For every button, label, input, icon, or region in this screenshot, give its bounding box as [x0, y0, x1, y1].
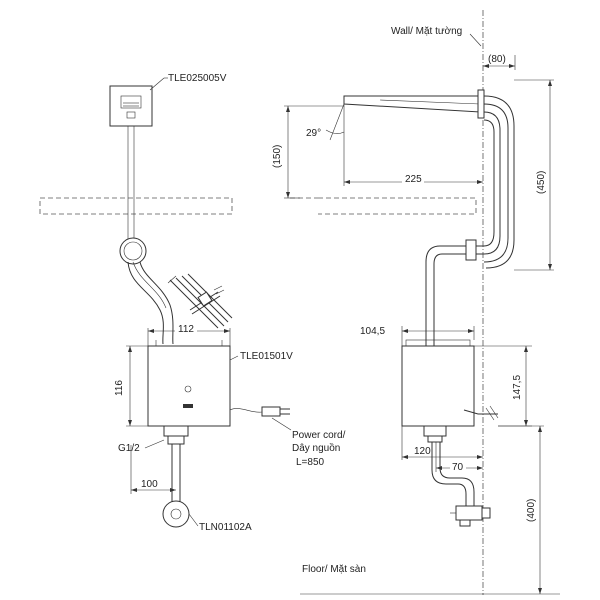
dim-spout-angle: 29°	[306, 128, 321, 139]
sensor-leader	[149, 77, 165, 91]
side-outlet-nut	[423, 425, 447, 437]
front-outlet-nut	[163, 425, 189, 437]
front-valve	[162, 500, 190, 528]
dim-box-width: 112	[178, 324, 194, 335]
side-valve	[450, 505, 491, 527]
dim-total-height: (450)	[536, 171, 547, 194]
sensor-model-label: TLE025005V	[168, 73, 227, 84]
dim-spout-reach: 225	[405, 174, 422, 185]
dim-spout-height: (150)	[272, 145, 283, 168]
box-model-label: TLE01501V	[240, 351, 293, 362]
dim-box-depth: 104,5	[360, 326, 385, 337]
dim-box-height-side: 147,5	[512, 375, 523, 400]
dim-outlet-center: 70	[452, 462, 464, 473]
dim-box-height: 116	[114, 380, 125, 396]
thread-label: G1/2	[118, 443, 140, 454]
front-box-indicator	[184, 385, 192, 393]
front-view: TLE025005V TLE01501V	[39, 73, 346, 533]
power-cord-label-3: L=850	[296, 457, 325, 468]
in-wall-pipes	[483, 95, 515, 269]
side-control-box	[401, 345, 475, 427]
front-connector	[189, 285, 225, 315]
wall-label: Wall/ Mặt tường	[391, 26, 462, 37]
front-hose	[127, 261, 164, 345]
front-cable-bundle	[169, 279, 219, 329]
dim-outlet-offset: 120	[414, 446, 431, 457]
side-counter-outline	[318, 197, 477, 215]
power-cord	[229, 408, 263, 413]
side-view: Wall/ Mặt tường (80) 29° (150) 22	[272, 10, 560, 595]
dim-valve-offset: 100	[141, 479, 158, 490]
power-cord-label-2: Dây nguồn	[292, 442, 340, 454]
sensor-window	[120, 95, 142, 109]
power-cord-label-1: Power cord/	[292, 430, 346, 441]
side-supply-pipe	[425, 245, 484, 346]
side-drain-pipe	[431, 442, 467, 506]
valve-model-label: TLN01102A	[199, 522, 252, 533]
dim-wall-offset: (80)	[488, 54, 506, 65]
floor-label: Floor/ Mặt sàn	[302, 564, 366, 575]
front-counter-outline	[39, 197, 233, 215]
dim-floor-height: (400)	[526, 499, 537, 522]
side-spout	[343, 95, 481, 113]
